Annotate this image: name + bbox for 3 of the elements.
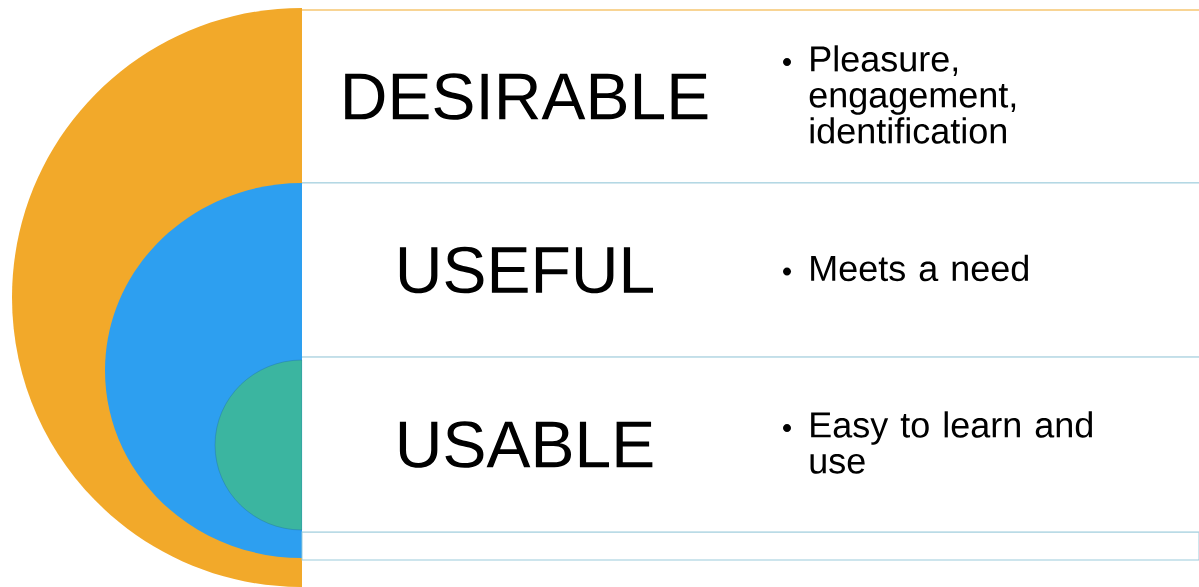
text-band: USABLE Easy to learn and use bbox=[301, 356, 1199, 533]
text-band: DESIRABLE Pleasure, engagement, identification bbox=[301, 9, 1199, 184]
text-band: USEFUL Meets a need bbox=[301, 182, 1199, 358]
